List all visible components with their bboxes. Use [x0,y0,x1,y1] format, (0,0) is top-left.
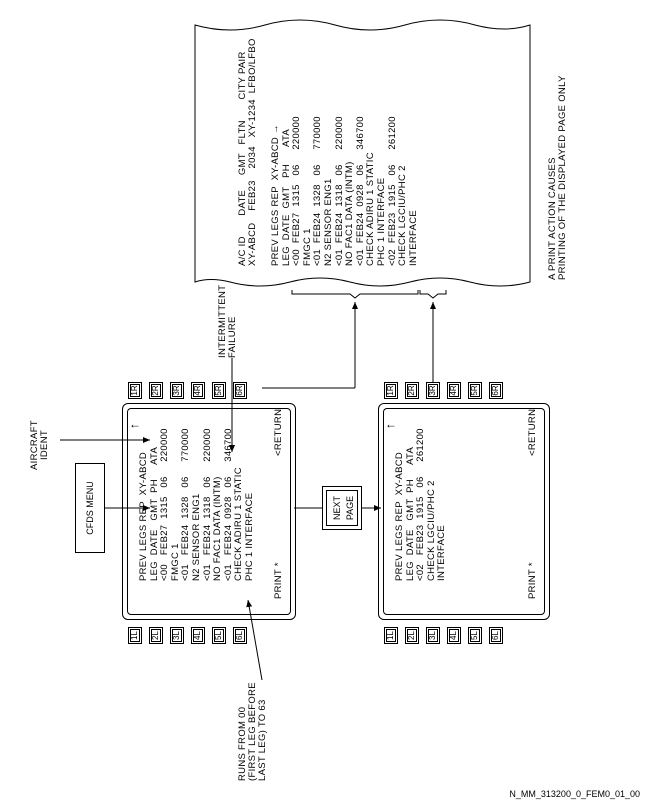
lsk-6l-s1[interactable]: 6L [233,627,247,644]
printout-line[interactable]: <00 FEB27 1315 06 220000 [291,116,303,266]
printout-line: PHC 1 INTERFACE [376,177,387,266]
lsk-2r-s1[interactable]: 2R [149,382,163,399]
lsk-1r-s2[interactable]: 1R [384,382,398,399]
screen-line: PREV LEGS REP XY-ABCD [138,451,149,581]
lsk-5l-s1[interactable]: 5L [212,627,226,644]
printout-line: INTERFACE [407,209,419,266]
screen-line: INTERFACE [436,524,448,581]
print-prompt-2[interactable]: PRINT * [527,562,538,599]
screen-line[interactable]: <01 FEB24 1318 06 220000 [201,428,213,581]
lsk-5r-s2[interactable]: 5R [468,382,482,399]
lsk-4l-s1[interactable]: 4L [191,627,205,644]
lsk-2r-s2[interactable]: 2R [405,382,419,399]
screen-line: LEG DATE GMT PH ATA [148,446,160,581]
screen-line: N2 SENSOR ENG1 [191,493,202,581]
lsk-3l-s1[interactable]: 3L [170,627,184,644]
printout-line: FMGC 1 [301,228,313,266]
bracket-1 [291,290,419,299]
lsk-6r-s2[interactable]: 6R [489,382,503,399]
screen-line[interactable]: <01 FEB24 1328 06 770000 [180,428,192,581]
printout-line: N2 SENSOR ENG1 [323,178,334,266]
lsk-2l-s2[interactable]: 2L [405,627,419,644]
screen-line[interactable]: <01 FEB24 0928 06 346700 [222,428,234,581]
lsk-1l-s2[interactable]: 1L [384,627,398,644]
printout-paper [194,19,531,287]
lsk-3r-s1[interactable]: 3R [170,382,184,399]
screen-line: PHC 1 INTERFACE [244,492,255,581]
runs-from-label: RUNS FROM 00 (FIRST LEG BEFORE LAST LEG)… [237,682,268,781]
screen-line: PREV LEGS REP XY-ABCD [394,451,405,581]
scroll-up-arrow-1[interactable]: ↑ [127,422,141,429]
printout-line: PREV LEGS REP XY-ABCD → [270,124,281,266]
screen-line: FMGC 1 [169,543,181,581]
next-page-button[interactable]: NEXT PAGE [322,486,362,530]
screen-line: CHECK ADIRU 1 STATIC [233,467,245,581]
printout-line: NO FAC1 DATA (INTM) [344,161,356,266]
figure-id: N_MM_313200_0_FEM0_01_00 [509,789,640,799]
printout-line[interactable]: <01 FEB24 0928 06 346700 [354,116,366,266]
print-prompt-1[interactable]: PRINT * [273,562,284,599]
lsk-6r-s1[interactable]: 6R [233,382,247,399]
printout-line: CHECK ADIRU 1 STATIC [365,152,377,266]
lsk-2l-s1[interactable]: 2L [149,627,163,644]
lsk-4r-s2[interactable]: 4R [447,382,461,399]
screen-line: LEG DATE GMT PH ATA [404,446,416,581]
bracket-2 [419,290,447,299]
scroll-up-arrow-2[interactable]: ↑ [383,422,397,429]
printout-line: LEG DATE GMT PH ATA [280,128,292,266]
next-page-label: NEXT PAGE [326,490,358,526]
return-prompt-1[interactable]: <RETURN [273,408,284,456]
printout-line[interactable]: <01 FEB24 1328 06 770000 [312,116,324,266]
lsk-3r-s2[interactable]: 3R [426,382,440,399]
lsk-1l-s1[interactable]: 1L [128,627,142,644]
printout-line[interactable]: <01 FEB24 1318 06 220000 [333,116,345,266]
lsk-5r-s1[interactable]: 5R [212,382,226,399]
runs-from-arrow [246,599,263,681]
print-note: A PRINT ACTION CAUSES PRINTING OF THE DI… [547,75,568,280]
printout-header-values: XY-ABCD FEB23 2034 XY-1234 LFBO/LFBO [247,38,258,266]
printout-line[interactable]: <02 FEB23 1915 06 261200 [386,116,398,266]
lsk-4l-s2[interactable]: 4L [447,627,461,644]
lsk-1r-s1[interactable]: 1R [128,382,142,399]
aircraft-ident-label: AIRCRAFT IDENT [29,420,50,470]
printout-line: CHECK LGCIU/PHC 2 [397,165,409,266]
lsk-3l-s2[interactable]: 3L [426,627,440,644]
cfds-menu-box[interactable]: CFDS MENU [75,463,105,553]
lsk-4r-s1[interactable]: 4R [191,382,205,399]
screen-line: CHECK LGCIU/PHC 2 [425,480,437,581]
intermittent-failure-label: INTERMITTENT FAILURE [217,284,238,358]
lsk-6l-s2[interactable]: 6L [489,627,503,644]
return-prompt-2[interactable]: <RETURN [527,408,538,456]
screen-line[interactable]: <00 FEB27 1315 06 220000 [159,428,171,581]
lsk-5l-s2[interactable]: 5L [468,627,482,644]
screen-line[interactable]: <02 FEB23 1915 06 261200 [415,428,427,581]
screen-line: NO FAC1 DATA (INTM) [212,476,224,581]
